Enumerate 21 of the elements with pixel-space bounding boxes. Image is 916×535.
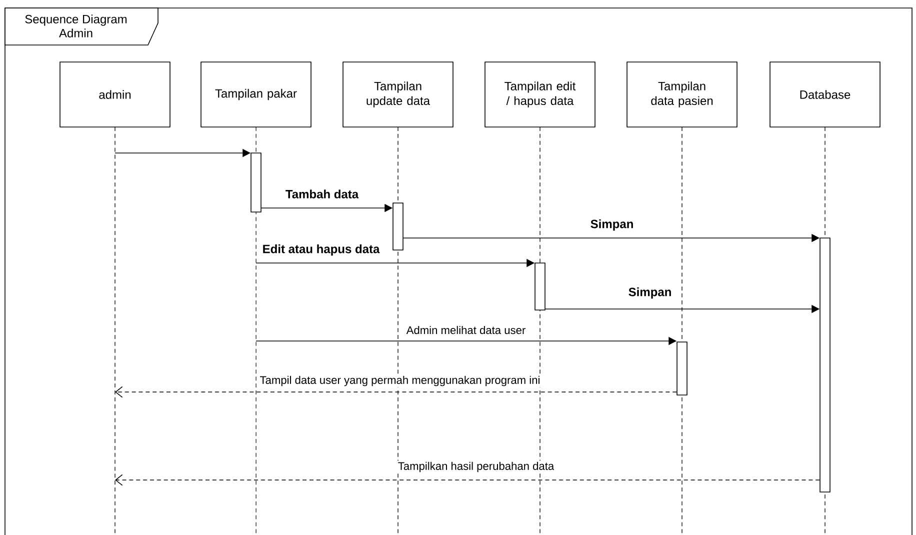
- message-label: Tambah data: [284, 188, 360, 200]
- activation-bar: [534, 262, 546, 310]
- lifeline-box: Database: [770, 62, 880, 128]
- message-arrow: [115, 474, 820, 486]
- message-label: Simpan: [627, 286, 673, 300]
- message-label: Simpan: [589, 218, 635, 232]
- activation-bar: [250, 152, 262, 212]
- message-label: Tampil data user yang permah menggunakan program ini: [258, 374, 542, 388]
- message-label: Edit atau hapus data: [261, 243, 381, 257]
- lifeline-box: admin: [60, 62, 170, 128]
- message-label: Admin melihat data user: [405, 324, 527, 336]
- lifeline-box: Tampilan update data: [342, 62, 454, 128]
- lifeline-box: Tampilan edit / hapus data: [484, 62, 596, 128]
- frame-title: Sequence Diagram Admin: [25, 14, 127, 38]
- activation-bar: [820, 238, 830, 492]
- lifeline-box: Tampilan pakar: [200, 62, 312, 128]
- activation-bar: [392, 202, 404, 250]
- message-label: Tampilkan hasil perubahan data: [396, 460, 556, 474]
- lifeline-box: Tampilan data pasien: [626, 62, 738, 128]
- activation-bar: [676, 342, 688, 396]
- message-arrow: [115, 386, 678, 398]
